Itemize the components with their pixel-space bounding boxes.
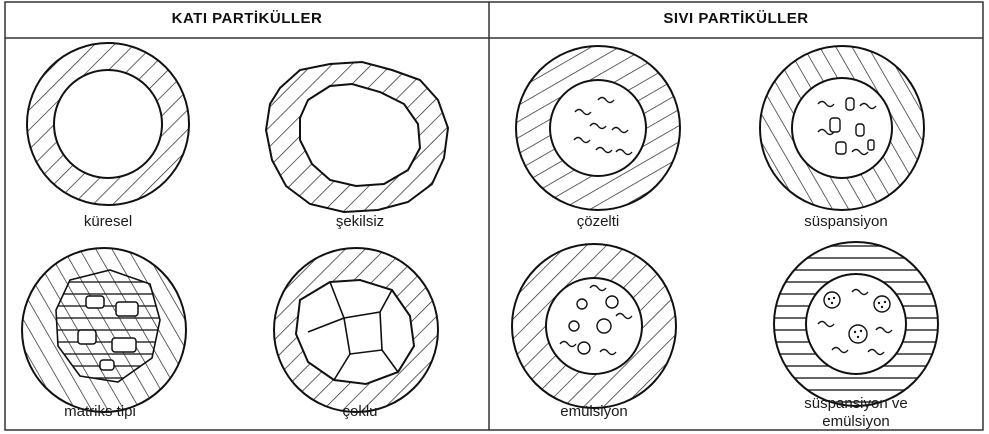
emulsion-label: emülsiyon — [514, 403, 674, 420]
liquid-particles-header: SIVI PARTİKÜLLER — [489, 10, 983, 27]
suspension-particle-icon — [760, 46, 924, 210]
multiple-particle-icon — [274, 248, 438, 412]
irregular-particle-icon — [266, 62, 448, 212]
suspension-emulsion-label-line2: emülsiyon — [776, 413, 936, 430]
multiple-label: çoklu — [280, 403, 440, 420]
spherical-label: küresel — [28, 213, 188, 230]
matrix-label: matriks tipi — [20, 403, 180, 420]
matrix-particle-icon — [22, 248, 186, 412]
suspension-label: süspansiyon — [766, 213, 926, 230]
solution-label: çözelti — [518, 213, 678, 230]
solution-particle-icon — [516, 46, 680, 210]
solid-particles-header: KATI PARTİKÜLLER — [5, 10, 489, 27]
suspension-and-emulsion-particle-icon — [774, 242, 938, 406]
spherical-particle-icon — [27, 43, 189, 205]
emulsion-particle-icon — [512, 244, 676, 408]
suspension-emulsion-label-line1: süspansiyon ve — [776, 395, 936, 412]
irregular-label: şekilsiz — [280, 213, 440, 230]
